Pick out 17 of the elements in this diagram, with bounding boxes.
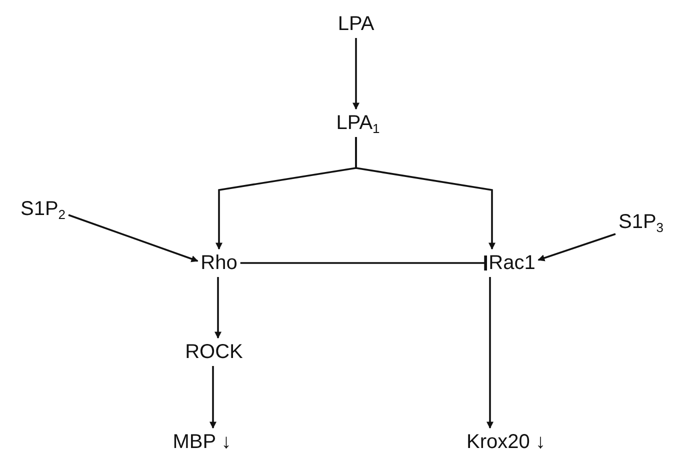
arrow [214, 277, 222, 339]
arrow [355, 137, 496, 250]
arrow [352, 38, 360, 110]
arrow [538, 233, 616, 262]
node-label: S1P$_{2}$ [17, 195, 69, 223]
node-label: ROCK [182, 338, 246, 366]
node-label: S1P$_{3}$ [615, 208, 667, 236]
node-label: LPA [334, 10, 378, 38]
node-label: Rho [198, 249, 240, 277]
arrow [210, 366, 216, 429]
node-label: LPA$_{1}$ [333, 109, 383, 137]
node-label: MBP ↓ [170, 428, 234, 456]
node-label: Krox20 ↓ [464, 428, 548, 456]
node-label: Rac1 [486, 249, 538, 277]
arrow [486, 277, 494, 429]
inhibition-line [240, 256, 488, 270]
arrow [68, 214, 198, 262]
